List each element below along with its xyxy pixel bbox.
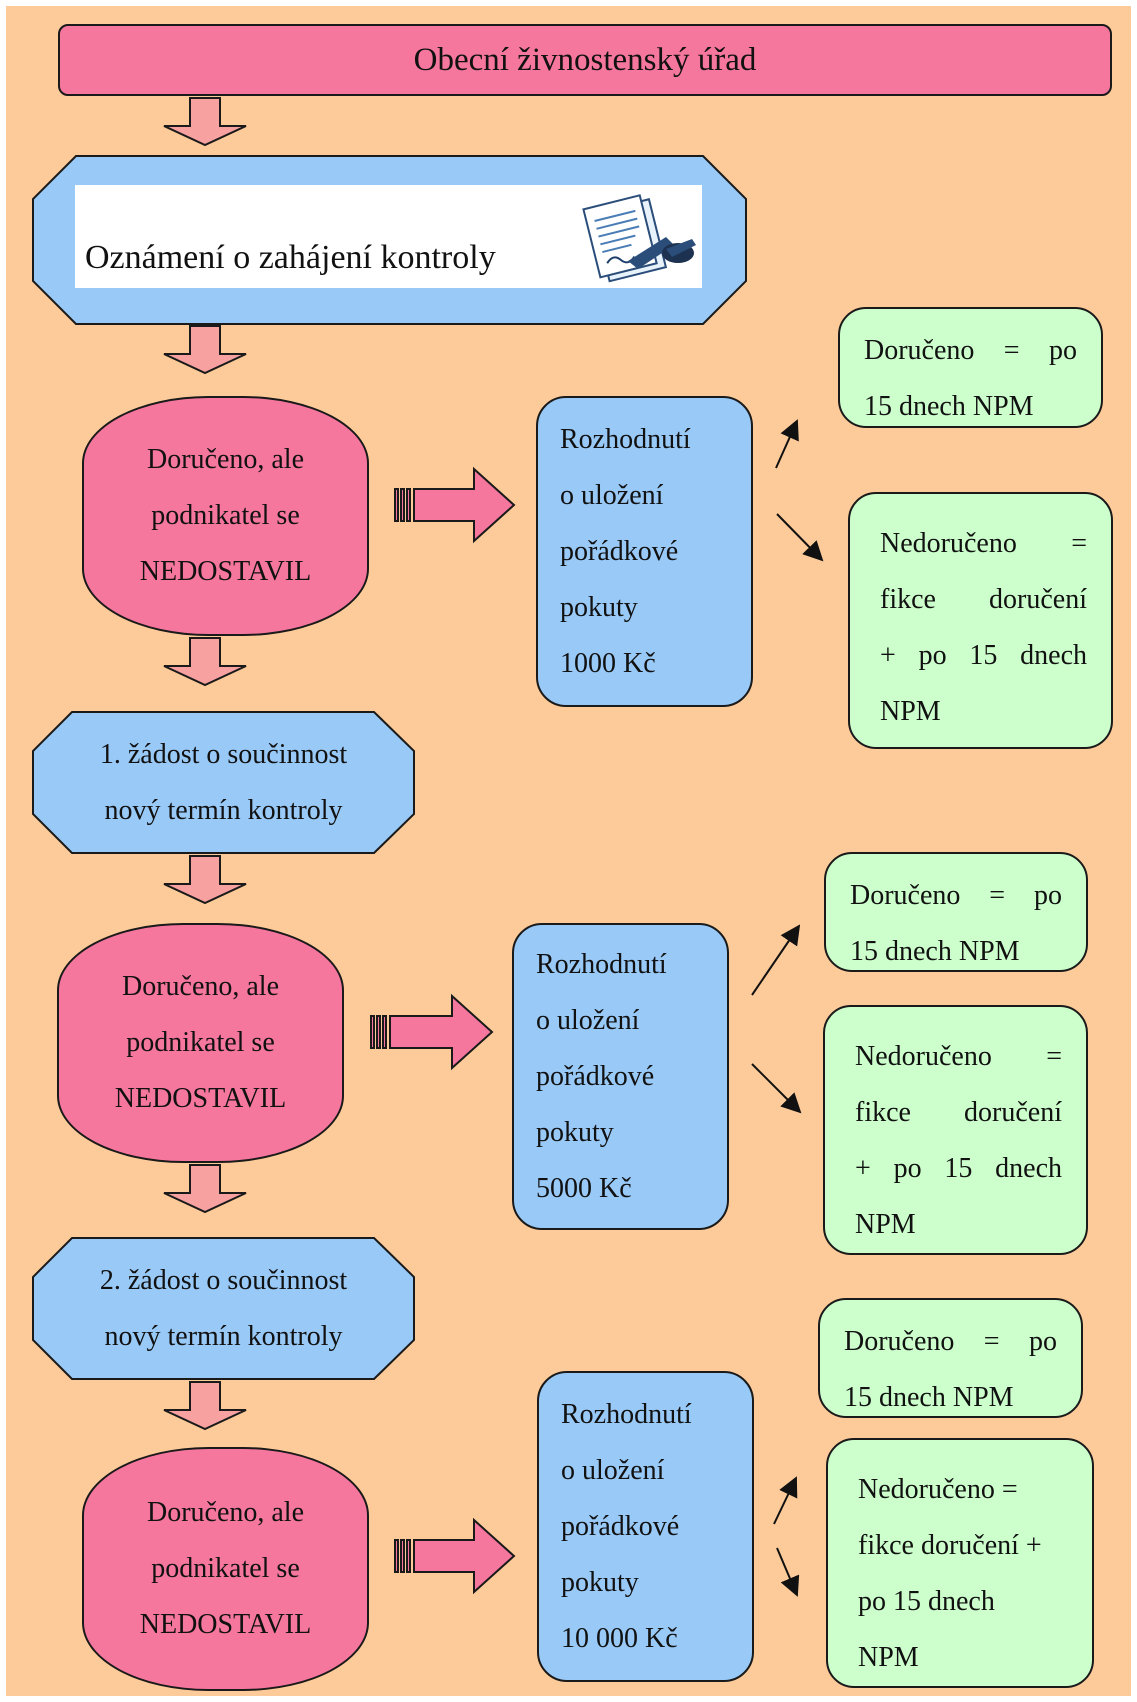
request-2-line1: 2. žádost o součinnost: [99, 1264, 348, 1296]
branch-arrow-3b: [776, 1547, 800, 1597]
undelivered-3-line2: fikce doručení +: [858, 1530, 1042, 1561]
absence-3-line1: Doručeno, ale: [146, 1497, 305, 1528]
absence-2-line1: Doručeno, ale: [121, 971, 280, 1002]
undelivered-box-2: Nedoručeno = fikce doručení + po 15 dnec…: [823, 1005, 1088, 1255]
undelivered-3-line3: po 15 dnech: [858, 1586, 995, 1617]
fine-decision-box-1: Rozhodnutí o uložení pořádkové pokuty 10…: [536, 396, 753, 707]
office-title: Obecní živnostenský úřad: [413, 41, 757, 78]
decision-2-line2: o uložení: [536, 1004, 640, 1036]
decision-1-fine: 1000 Kč: [560, 647, 656, 679]
fine-decision-box-3: Rozhodnutí o uložení pořádkové pokuty 10…: [537, 1371, 754, 1682]
decision-1-line1: Rozhodnutí: [560, 423, 691, 455]
undelivered-2-line2: fikce doručení: [855, 1097, 1062, 1128]
delivered-1-line1: Doručeno = po: [864, 335, 1077, 366]
fine-decision-box-2: Rozhodnutí o uložení pořádkové pokuty 50…: [512, 923, 729, 1230]
delivered-box-2: Doručeno = po 15 dnech NPM: [824, 852, 1088, 972]
notice-panel: Oznámení o zahájení kontroly: [75, 185, 702, 288]
request-box-2: 2. žádost o součinnost nový termín kontr…: [32, 1237, 415, 1380]
decision-3-fine: 10 000 Kč: [561, 1622, 678, 1654]
decision-3-line3: pořádkové: [561, 1510, 680, 1542]
delivered-3-line1: Doručeno = po: [844, 1326, 1057, 1357]
decision-2-line1: Rozhodnutí: [536, 948, 667, 980]
absence-box-2: Doručeno, ale podnikatel se NEDOSTAVIL: [57, 923, 344, 1163]
branch-arrow-3a: [773, 1476, 798, 1525]
decision-2-line4: pokuty: [536, 1116, 614, 1148]
delivered-2-line1: Doručeno = po: [850, 880, 1062, 911]
absence-1-line1: Doručeno, ale: [146, 444, 305, 475]
request-1-line1: 1. žádost o součinnost: [99, 738, 348, 770]
absence-1-line3: NEDOSTAVIL: [139, 556, 312, 587]
branch-arrow-1a: [775, 419, 799, 469]
decision-3-line4: pokuty: [561, 1566, 639, 1598]
undelivered-2-line1: Nedoručeno =: [855, 1041, 1062, 1072]
undelivered-3-line1: Nedoručeno =: [858, 1474, 1018, 1505]
delivered-3-line2: 15 dnech NPM: [844, 1382, 1014, 1413]
decision-3-line2: o uložení: [561, 1454, 665, 1486]
delivered-2-line2: 15 dnech NPM: [850, 936, 1020, 967]
decision-1-line2: o uložení: [560, 479, 664, 511]
document-signing-icon: [582, 194, 696, 283]
decision-1-line4: pokuty: [560, 591, 638, 623]
decision-2-fine: 5000 Kč: [536, 1172, 632, 1204]
absence-2-line3: NEDOSTAVIL: [114, 1083, 287, 1114]
decision-1-line3: pořádkové: [560, 535, 679, 567]
branch-arrow-1b: [776, 513, 824, 562]
absence-box-3: Doručeno, ale podnikatel se NEDOSTAVIL: [82, 1447, 369, 1691]
office-title-box: Obecní živnostenský úřad: [58, 24, 1112, 96]
notice-label: Oznámení o zahájení kontroly: [85, 239, 496, 276]
delivered-box-1: Doručeno = po 15 dnech NPM: [838, 307, 1103, 428]
right-arrow-3: [394, 1517, 516, 1595]
delivered-1-line2: 15 dnech NPM: [864, 391, 1034, 422]
branch-arrow-2b: [751, 1063, 802, 1114]
request-2-line2: nový termín kontroly: [104, 1320, 343, 1352]
down-arrow-4: [163, 855, 247, 905]
undelivered-1-line3: + po 15 dnech: [880, 640, 1087, 671]
right-arrow-2: [370, 993, 494, 1071]
undelivered-1-line2: fikce doručení: [880, 584, 1087, 615]
decision-2-line3: pořádkové: [536, 1060, 655, 1092]
down-arrow-5: [163, 1164, 247, 1214]
undelivered-box-1: Nedoručeno = fikce doručení + po 15 dnec…: [848, 492, 1113, 749]
undelivered-1-line1: Nedoručeno =: [880, 528, 1087, 559]
decision-3-line1: Rozhodnutí: [561, 1398, 692, 1430]
absence-2-line2: podnikatel se: [126, 1027, 275, 1058]
request-box-1: 1. žádost o součinnost nový termín kontr…: [32, 711, 415, 854]
down-arrow-6: [163, 1381, 247, 1431]
absence-3-line2: podnikatel se: [151, 1553, 300, 1584]
absence-3-line3: NEDOSTAVIL: [139, 1609, 312, 1640]
branch-arrow-2a: [751, 924, 801, 996]
undelivered-1-line4: NPM: [880, 696, 941, 727]
undelivered-3-line4: NPM: [858, 1642, 919, 1673]
down-arrow-1: [163, 97, 247, 147]
right-arrow-1: [394, 466, 516, 544]
request-1-line2: nový termín kontroly: [104, 794, 343, 826]
absence-box-1: Doručeno, ale podnikatel se NEDOSTAVIL: [82, 396, 369, 636]
down-arrow-2: [163, 325, 247, 375]
delivered-box-3: Doručeno = po 15 dnech NPM: [818, 1298, 1083, 1418]
undelivered-2-line3: + po 15 dnech: [855, 1153, 1062, 1184]
absence-1-line2: podnikatel se: [151, 500, 300, 531]
undelivered-2-line4: NPM: [855, 1209, 916, 1240]
down-arrow-3: [163, 637, 247, 687]
undelivered-box-3: Nedoručeno = fikce doručení + po 15 dnec…: [826, 1438, 1094, 1688]
